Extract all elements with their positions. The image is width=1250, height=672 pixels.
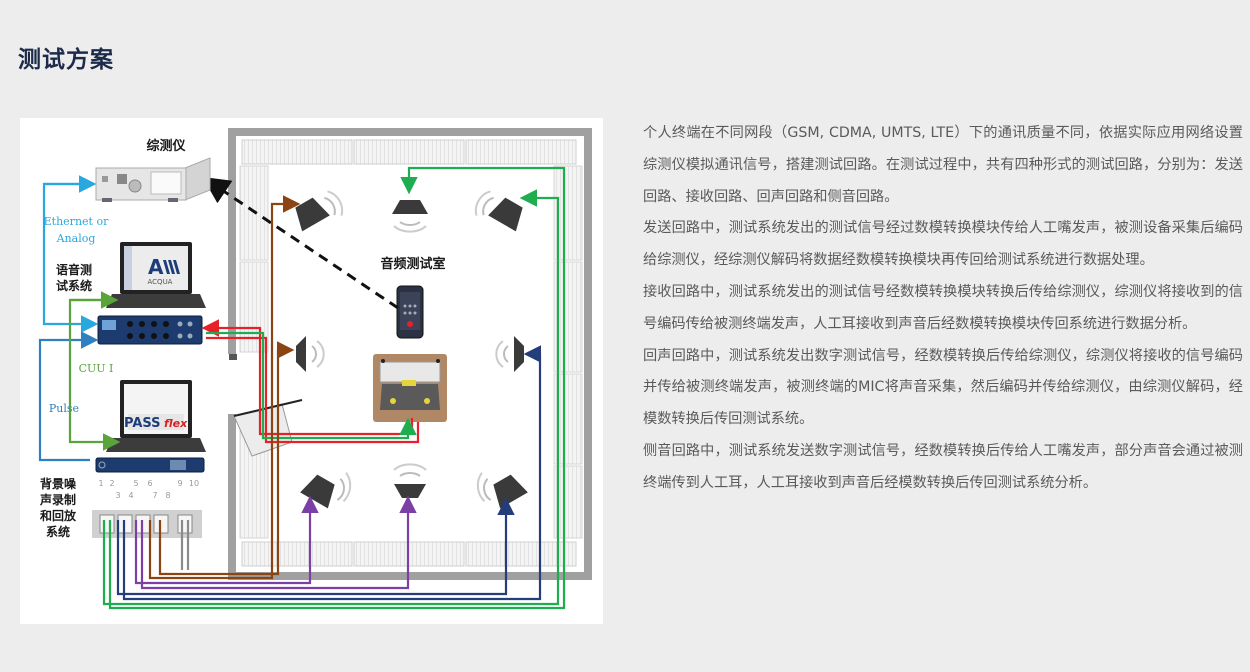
noise-system-label-line4: 系统 — [46, 524, 70, 539]
test-setup-diagram: 音频测试室 综测仪 — [20, 118, 603, 624]
description: 个人终端在不同网段（GSM, CDMA, UMTS, LTE）下的通讯质量不同，… — [643, 118, 1243, 500]
wireless-link — [202, 176, 399, 310]
noise-playback-device-icon — [95, 457, 205, 473]
connection-lines — [38, 166, 566, 610]
channel-3: 3 — [115, 491, 120, 500]
noise-system-label-line1: 背景噪 — [40, 476, 77, 491]
green-line-1 — [102, 189, 560, 606]
navy-line-2 — [122, 345, 542, 601]
navy-line-1 — [116, 497, 515, 596]
page-title: 测试方案 — [18, 47, 114, 73]
speaker-icon — [474, 190, 523, 232]
speaker-icon — [296, 336, 325, 372]
phone-icon — [396, 285, 424, 339]
artificial-head-icon — [373, 354, 447, 422]
channel-6: 6 — [147, 479, 152, 488]
green-line-2 — [108, 166, 566, 610]
description-paragraph: 发送回路中，测试系统发出的测试信号经过数模转换模块传给人工嘴发声，被测设备采集后… — [643, 220, 1243, 269]
svg-text:A: A — [148, 255, 164, 279]
channel-9: 9 — [177, 479, 182, 488]
speaker-icon — [393, 463, 427, 498]
description-paragraph: 侧音回路中，测试系统发送数字测试信号，经数模转换后传给人工嘴发声，部分声音会通过… — [643, 442, 1243, 491]
channel-10: 10 — [189, 479, 199, 488]
description-paragraph: 接收回路中，测试系统发出的测试信号经数模转换模块转换后传给综测仪，综测仪将接收到… — [643, 283, 1243, 332]
speaker-icon — [300, 472, 352, 509]
speaker-icon — [495, 336, 524, 372]
channel-4: 4 — [128, 491, 133, 500]
channel-8: 8 — [165, 491, 170, 500]
pulse-line — [38, 331, 99, 462]
acqua-logo: ACQUA — [148, 278, 173, 286]
channel-2: 2 — [109, 479, 114, 488]
channel-7: 7 — [152, 491, 157, 500]
channel-5: 5 — [133, 479, 138, 488]
description-paragraph: 回声回路中，测试系统发出数字测试信号，经数模转换后传给综测仪，综测仪将接收的信号… — [643, 347, 1243, 428]
voice-system-label-line2: 试系统 — [56, 278, 92, 293]
instrument-label: 综测仪 — [146, 138, 186, 154]
brown-line-1 — [148, 195, 301, 580]
channel-1: 1 — [98, 479, 103, 488]
description-paragraph: 个人终端在不同网段（GSM, CDMA, UMTS, LTE）下的通讯质量不同，… — [643, 125, 1243, 205]
pass-logo-suffix: flex — [164, 417, 188, 430]
pulse-label: Pulse — [49, 402, 79, 415]
passflex-laptop-icon: PASS flex — [106, 380, 206, 452]
cuu-label: CUU I — [79, 362, 114, 375]
speaker-icon — [295, 190, 344, 232]
pass-logo: PASS — [124, 416, 161, 431]
ear-line — [206, 331, 417, 440]
amplifier-icons — [99, 514, 193, 534]
brown-line-2 — [158, 341, 295, 576]
ethernet-label-line2: Analog — [56, 232, 96, 245]
noise-system-label-line2: 声录制 — [39, 492, 76, 507]
channel-numbers: 1 2 3 4 5 6 7 8 9 10 — [98, 479, 199, 500]
voice-system-label-line1: 语音测 — [56, 262, 92, 277]
audio-frontend-icon — [97, 315, 203, 345]
speaker-icon — [392, 200, 428, 233]
room-label: 音频测试室 — [380, 256, 445, 272]
acqua-laptop-icon: A ACQUA — [106, 242, 206, 308]
noise-system-label-line3: 和回放 — [39, 508, 77, 523]
radio-tester-icon — [95, 157, 211, 202]
purple-line-1 — [134, 495, 319, 585]
purple-line-2 — [140, 495, 417, 590]
ethernet-label-line1: Ethernet or — [44, 215, 109, 228]
